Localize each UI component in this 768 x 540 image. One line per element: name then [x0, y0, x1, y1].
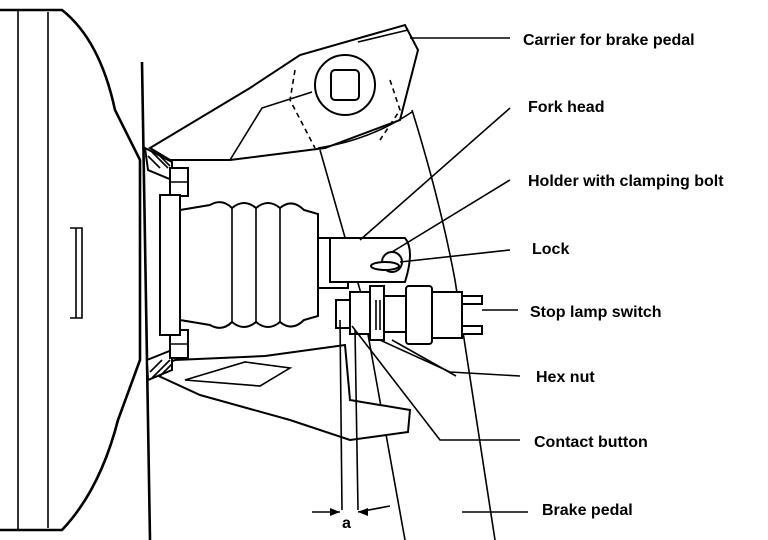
brake-booster-housing	[0, 8, 142, 532]
label-carrier: Carrier for brake pedal	[523, 32, 695, 49]
label-stop-lamp-switch: Stop lamp switch	[530, 304, 662, 321]
label-holder: Holder with clamping bolt	[528, 173, 724, 190]
dimension-a-label: a	[342, 515, 351, 532]
stop-lamp-switch	[335, 285, 483, 345]
bulkhead-line	[140, 61, 152, 540]
pivot-bolt	[314, 54, 376, 116]
lower-gasket	[145, 348, 173, 382]
lower-bracket	[147, 343, 412, 442]
label-contact-button: Contact button	[534, 434, 648, 451]
label-fork-head: Fork head	[528, 99, 604, 116]
leader-lines	[351, 37, 528, 513]
dimension-a: a	[312, 319, 391, 532]
carrier-bracket	[148, 23, 420, 161]
lock-pin	[370, 251, 403, 273]
rubber-boot	[179, 201, 319, 329]
label-brake-pedal: Brake pedal	[542, 502, 633, 519]
booster-flange	[159, 194, 181, 336]
lower-mounting-nut	[169, 329, 189, 359]
label-hex-nut: Hex nut	[536, 369, 595, 386]
upper-mounting-nut	[169, 167, 189, 197]
label-lock: Lock	[532, 241, 569, 258]
